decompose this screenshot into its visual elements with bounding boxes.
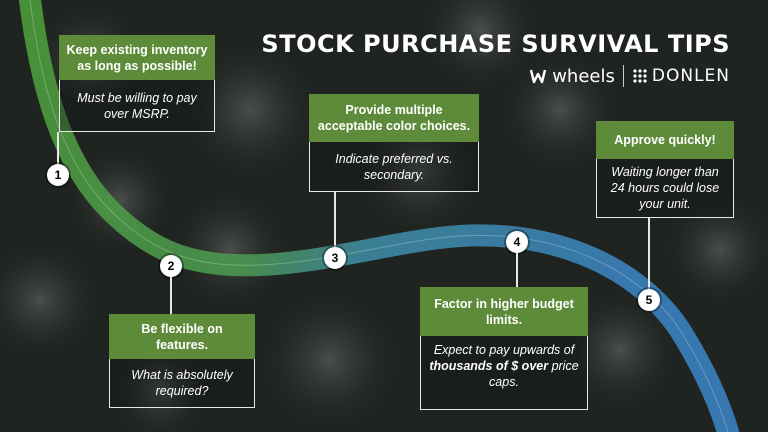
tip-1-note: Must be willing to pay over MSRP. — [59, 80, 215, 132]
brand-divider — [622, 65, 624, 87]
tip-5-note: Waiting longer than 24 hours could lose … — [596, 159, 734, 218]
tip-4-marker: 4 — [506, 231, 528, 253]
tip-5: Approve quickly! Waiting longer than 24 … — [596, 121, 734, 218]
tip-3: Provide multiple acceptable color choice… — [309, 94, 479, 192]
tip-4-connector — [516, 253, 518, 287]
tip-2-note: What is absolutely required? — [109, 359, 255, 408]
tip-3-heading: Provide multiple acceptable color choice… — [309, 94, 479, 142]
tip-3-marker: 3 — [324, 247, 346, 269]
tip-1-heading: Keep existing inventory as long as possi… — [59, 35, 215, 80]
tip-1: Keep existing inventory as long as possi… — [59, 35, 215, 132]
donlen-brand: DONLEN — [651, 66, 730, 86]
tip-4: Factor in higher budget limits. Expect t… — [420, 287, 588, 410]
tip-4-note-suffix: price caps. — [489, 359, 579, 389]
tip-4-note-prefix: Expect to pay upwards of — [433, 343, 575, 357]
brand-logos: wheels DONLEN — [528, 64, 730, 88]
tip-4-heading: Factor in higher budget limits. — [420, 287, 588, 336]
tip-1-connector — [57, 132, 59, 168]
tip-5-heading: Approve quickly! — [596, 121, 734, 159]
tip-3-note: Indicate preferred vs. secondary. — [309, 142, 479, 192]
tip-4-note-emphasis: thousands of $ over — [429, 359, 549, 373]
tip-3-connector — [334, 192, 336, 247]
page-title: STOCK PURCHASE SURVIVAL TIPS — [261, 30, 730, 58]
tip-4-note: Expect to pay upwards of thousands of $ … — [420, 336, 588, 410]
wheels-brand: wheels — [552, 65, 615, 87]
tip-2-connector — [170, 277, 172, 314]
tip-2-marker: 2 — [160, 255, 182, 277]
tip-5-marker: 5 — [638, 289, 660, 311]
tip-1-marker: 1 — [47, 164, 69, 186]
tip-5-connector — [648, 218, 650, 289]
tip-2: Be flexible on features. What is absolut… — [109, 314, 255, 408]
tip-2-heading: Be flexible on features. — [109, 314, 255, 359]
wheels-logo-icon — [529, 69, 547, 84]
winding-road — [19, 0, 739, 432]
donlen-dots-icon — [633, 69, 647, 83]
